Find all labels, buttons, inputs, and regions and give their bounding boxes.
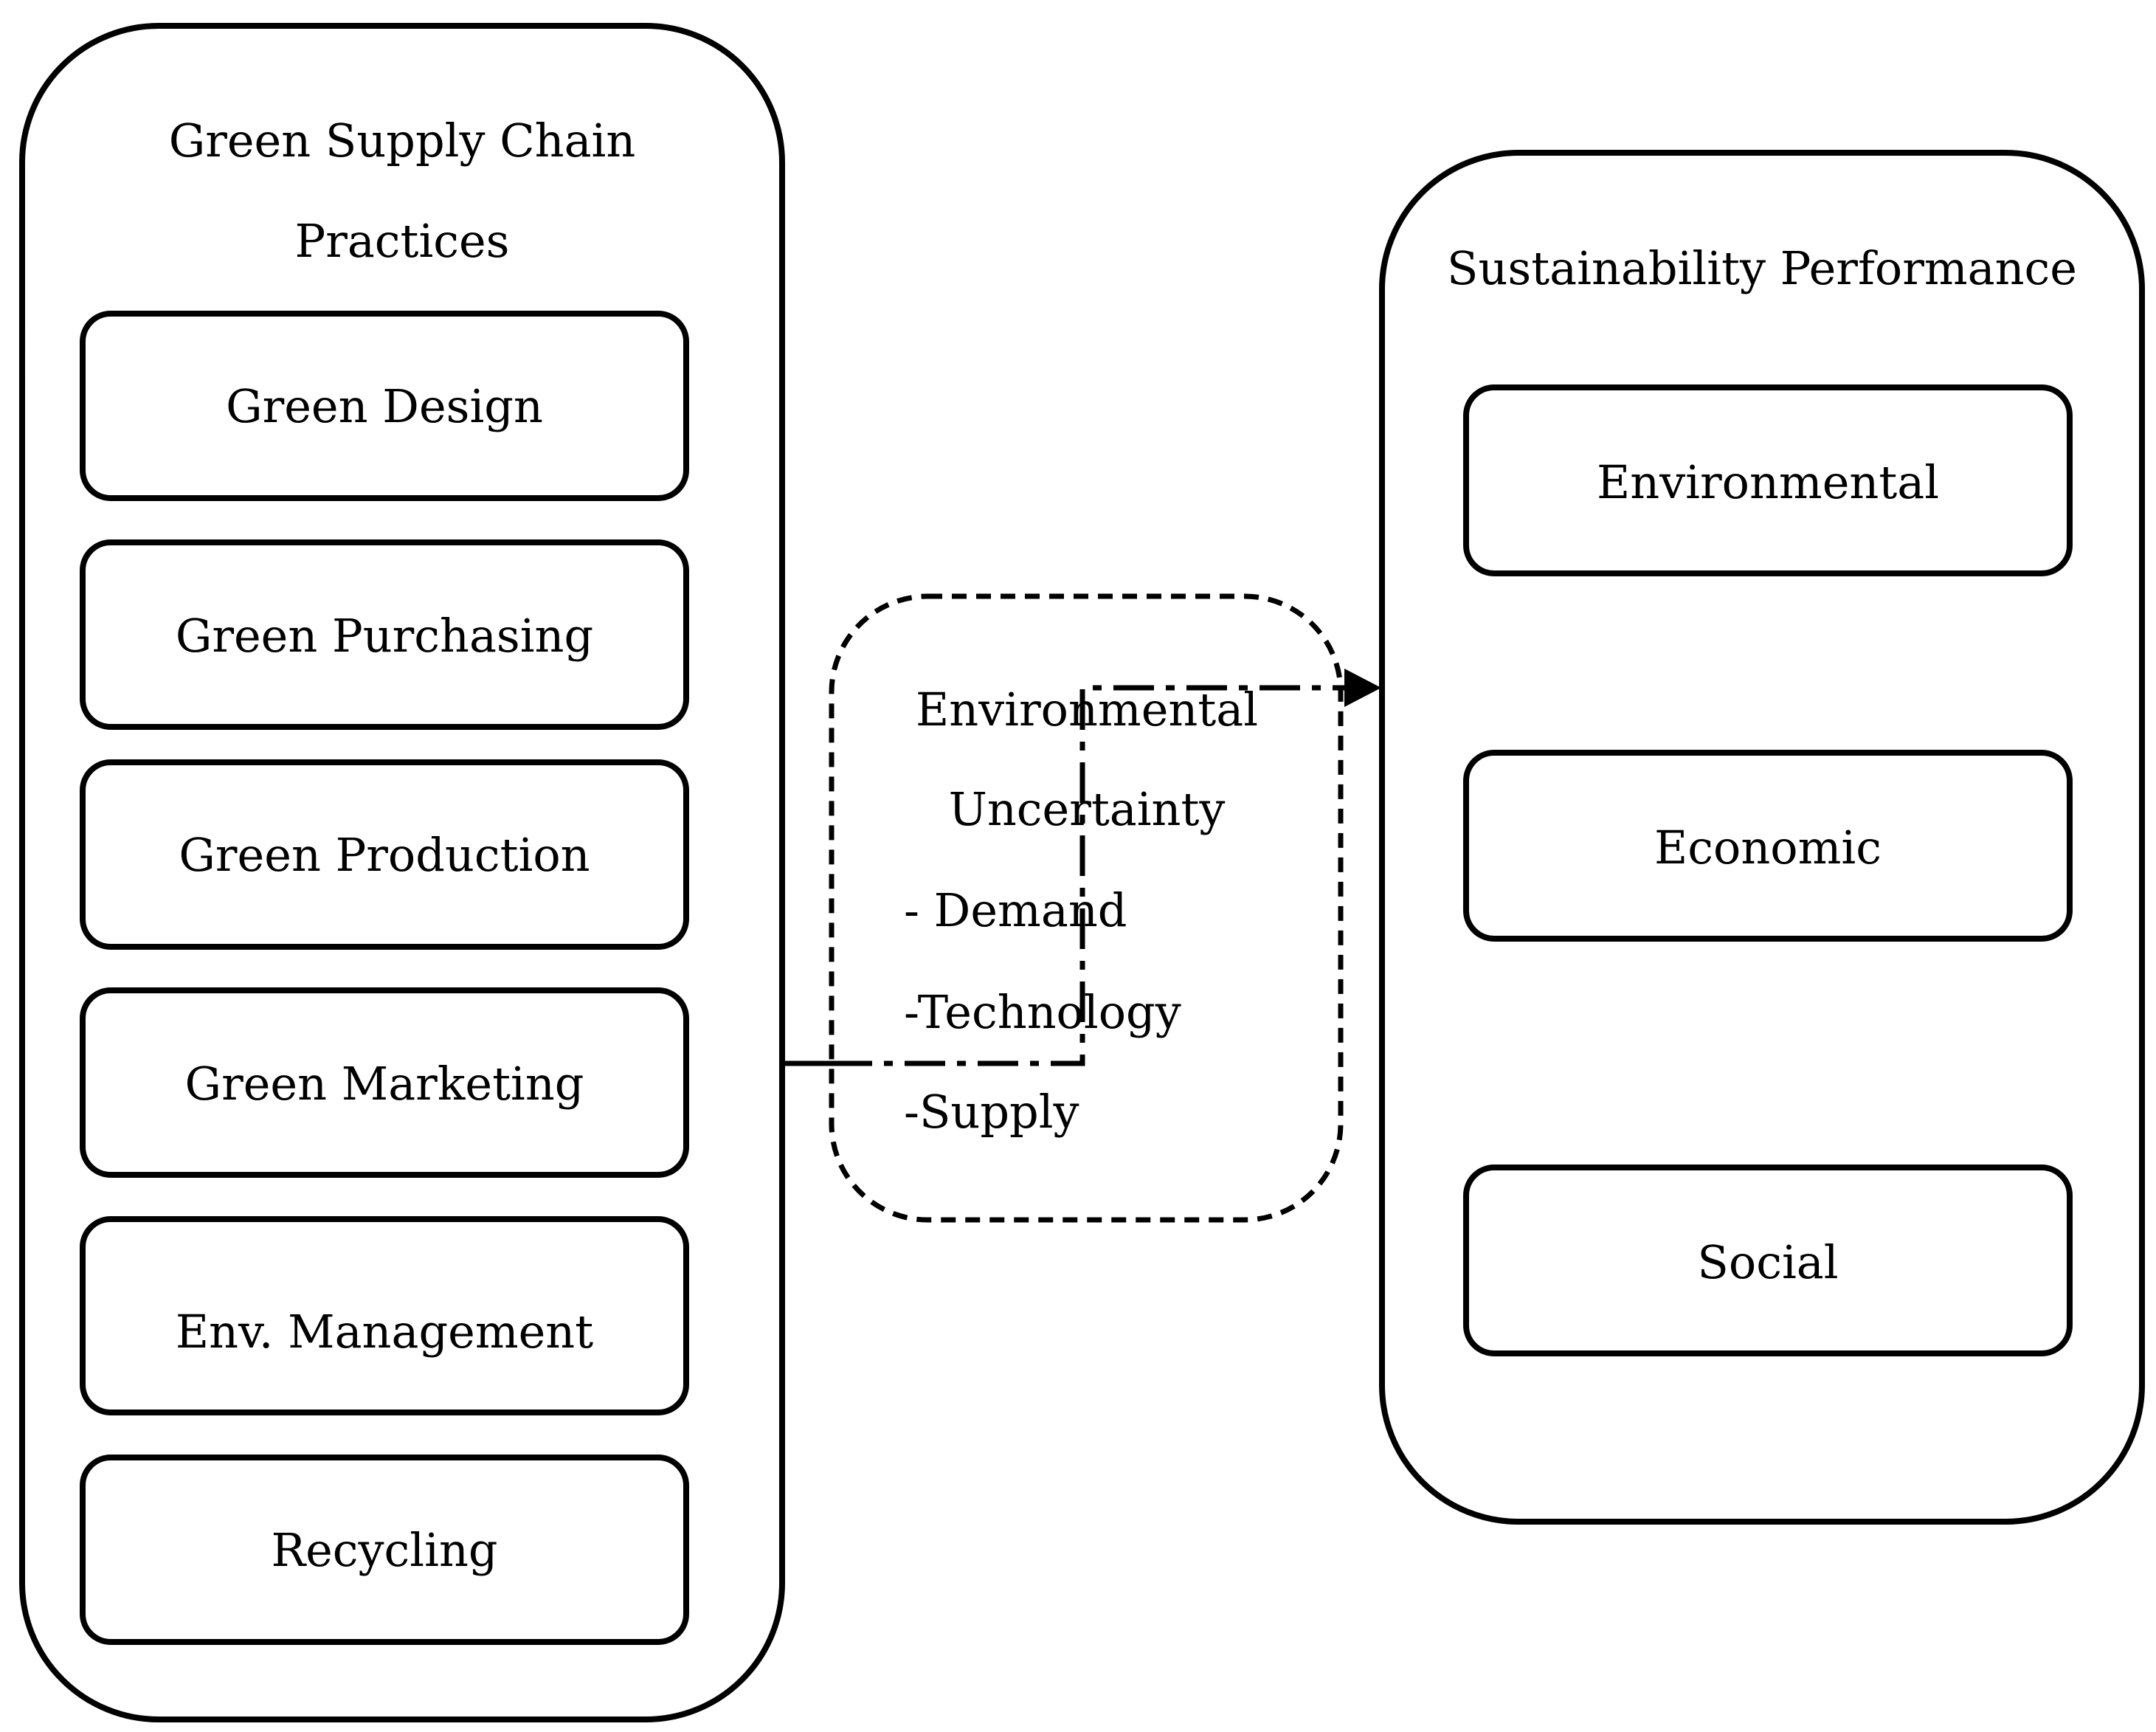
sustainability-item-box bbox=[1463, 384, 2073, 576]
gscp-item-label: Recycling bbox=[271, 1523, 497, 1577]
arrowhead-icon bbox=[1344, 669, 1381, 707]
sustainability-item-box bbox=[1463, 750, 2073, 942]
gscp-item-label: Green Design bbox=[226, 379, 543, 433]
gscp-item-label: Green Purchasing bbox=[176, 609, 593, 663]
gscp-title-line1: Green Supply Chain bbox=[169, 114, 636, 168]
gscp-item-box bbox=[80, 311, 689, 501]
gscp-item-label: Green Marketing bbox=[185, 1057, 584, 1111]
moderator-item: -Supply bbox=[904, 1085, 1079, 1139]
sustainability-item-label: Economic bbox=[1654, 821, 1882, 874]
gscp-title-line2: Practices bbox=[294, 214, 509, 268]
connector-dashdot bbox=[832, 685, 1344, 1066]
gscp-item-box bbox=[80, 539, 689, 730]
gscp-item-box bbox=[80, 987, 689, 1178]
moderator-box bbox=[829, 593, 1344, 1223]
gscp-panel bbox=[19, 23, 785, 1722]
sustainability-panel bbox=[1379, 150, 2145, 1525]
moderator-item: -Technology bbox=[904, 985, 1181, 1039]
sustainability-title: Sustainability Performance bbox=[1447, 241, 2077, 295]
gscp-item-label: Green Production bbox=[179, 828, 590, 882]
gscp-item-box bbox=[80, 1216, 689, 1415]
sustainability-item-label: Environmental bbox=[1597, 455, 1939, 509]
moderator-line2: Uncertainty bbox=[949, 782, 1226, 836]
sustainability-item-label: Social bbox=[1697, 1235, 1838, 1289]
moderator-line1: Environmental bbox=[916, 683, 1258, 736]
gscp-items: Green Design Green Purchasing Green Prod… bbox=[80, 311, 689, 1645]
moderator-item: - Demand bbox=[904, 883, 1127, 937]
sustainability-item-box bbox=[1463, 1165, 2073, 1356]
gscp-item-box bbox=[80, 759, 689, 950]
sustainability-items: Environmental Economic Social bbox=[1463, 384, 2073, 1356]
gscp-item-box bbox=[80, 1455, 689, 1645]
gscp-item-label: Env. Management bbox=[176, 1305, 593, 1359]
